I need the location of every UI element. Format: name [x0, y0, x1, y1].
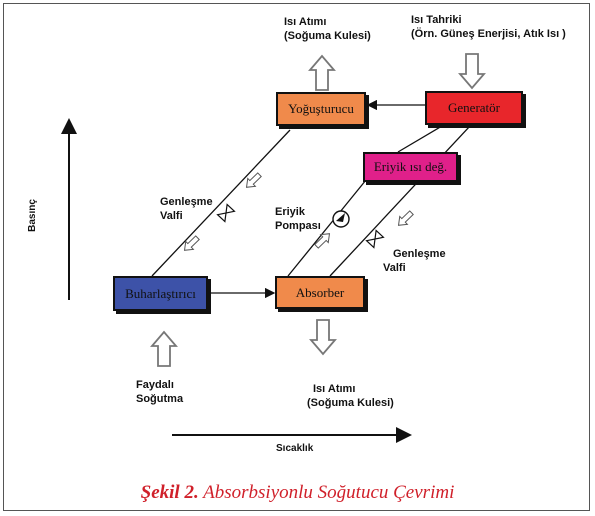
absorber-label: Absorber [295, 284, 345, 300]
pump-icon [332, 210, 350, 228]
line-heatexchanger-absorber-left [287, 179, 367, 277]
heat-exchanger-box: Eriyik ısı değ. [363, 152, 458, 182]
line-generator-absorber-right [329, 125, 471, 277]
cooling-arrow-icon [150, 330, 178, 367]
flow-arrow-icon [397, 210, 414, 226]
heat-rejection-bottom-label: Isı Atımı (Soğuma Kulesi) [307, 383, 394, 409]
pump-label: Eriyik Pompası [275, 206, 321, 232]
figure-caption: Şekil 2. Absorbsiyonlu Soğutucu Çevrimi [0, 482, 595, 504]
temperature-axis-label: Sıcaklık [276, 443, 314, 454]
line-generator-heatexchanger [397, 125, 443, 153]
absorber-box: Absorber [275, 276, 365, 309]
expansion-valve-left-icon [216, 203, 236, 223]
heat-rejection-top-label: Isı Atımı (Soğuma Kulesi) [284, 16, 371, 42]
line-condenser-evaporator [151, 129, 291, 277]
heat-out-bottom-arrow-icon [309, 319, 337, 356]
expansion-valve-left-label: Genleşme Valfi [160, 196, 213, 222]
expansion-valve-right-label: Genleşme Valfi [383, 248, 446, 274]
condenser-label: Yoğuşturucu [288, 101, 354, 116]
expansion-valve-right-icon [365, 229, 385, 249]
generator-box: Generatör [425, 91, 523, 125]
useful-cooling-label: Faydalı Soğutma [136, 379, 184, 405]
evaporator-label: Buharlaştırıcı [125, 285, 196, 301]
generator-label: Generatör [448, 100, 500, 115]
evaporator-box: Buharlaştırıcı [113, 276, 208, 311]
pressure-axis-label: Basınç [26, 199, 38, 232]
caption-title: Absorbsiyonlu Soğutucu Çevrimi [203, 482, 455, 503]
flow-arrow-icon [183, 235, 200, 251]
heat-out-arrow-icon [308, 54, 336, 91]
condenser-box: Yoğuşturucu [276, 92, 366, 126]
figure-frame [3, 3, 590, 511]
heat-input-label: Isı Tahriki (Örn. Güneş Enerjisi, Atık I… [411, 14, 566, 40]
heat-exchanger-label: Eriyik ısı değ. [373, 159, 448, 174]
flow-arrow-icon [314, 233, 331, 249]
caption-prefix: Şekil 2. [140, 482, 199, 503]
heat-in-arrow-icon [458, 53, 486, 90]
flow-arrow-icon [245, 172, 262, 188]
